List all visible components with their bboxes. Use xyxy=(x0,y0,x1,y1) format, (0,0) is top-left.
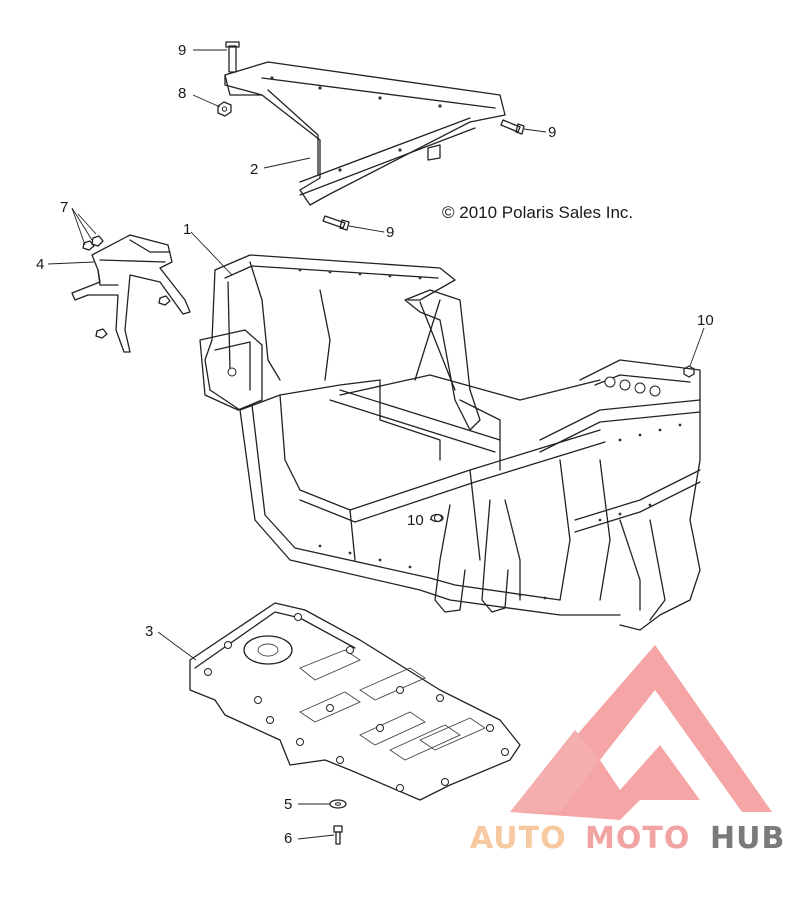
skid-plate-3 xyxy=(189,602,521,801)
watermark-text: AUTO MOTO HUB xyxy=(470,821,785,856)
front-bracket-4 xyxy=(71,234,191,353)
nut-8 xyxy=(217,101,232,117)
upper-brace xyxy=(224,61,506,206)
nut-10-right xyxy=(683,365,695,378)
bolt-9-lower xyxy=(322,215,350,231)
watermark-hub: HUB xyxy=(710,821,785,856)
callout-9-right: 9 xyxy=(548,124,556,141)
leader-lines xyxy=(47,49,705,840)
washer-5 xyxy=(329,799,347,809)
callout-6: 6 xyxy=(284,830,292,847)
bolt-6 xyxy=(333,825,343,845)
bolt-9-right xyxy=(500,119,525,135)
callout-2: 2 xyxy=(250,161,258,178)
callout-10-right: 10 xyxy=(697,312,714,329)
callout-1: 1 xyxy=(183,221,191,238)
callout-8: 8 xyxy=(178,85,186,102)
callout-5: 5 xyxy=(284,796,292,813)
callout-7: 7 xyxy=(60,199,68,216)
watermark-logo xyxy=(510,645,772,820)
callout-9-lower: 9 xyxy=(386,224,394,241)
callout-10-center: 10 xyxy=(407,512,424,529)
bolt-9-top xyxy=(225,41,240,73)
watermark-moto: MOTO xyxy=(585,821,690,856)
callout-9-top: 9 xyxy=(178,42,186,59)
callout-3: 3 xyxy=(145,623,153,640)
nut-10-center xyxy=(430,513,444,523)
main-frame-1 xyxy=(199,254,701,631)
frame-rivets xyxy=(298,268,682,600)
copyright-notice: © 2010 Polaris Sales Inc. xyxy=(442,203,633,222)
callout-4: 4 xyxy=(36,256,44,273)
watermark-auto: AUTO xyxy=(470,821,567,856)
callout-labels: 9 8 2 9 9 1 7 4 10 10 3 5 6 xyxy=(36,42,714,847)
